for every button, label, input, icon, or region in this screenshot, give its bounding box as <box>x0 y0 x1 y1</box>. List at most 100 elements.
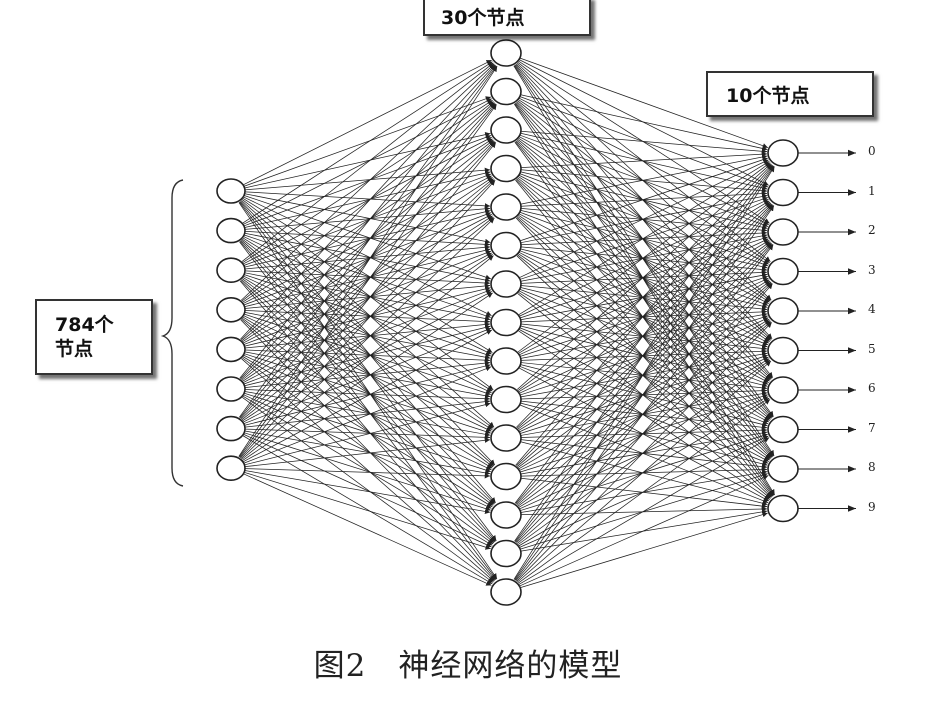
connection-input-1-hidden-0 <box>242 61 493 224</box>
connection-input-2-hidden-7 <box>244 272 491 322</box>
input-node-7 <box>216 455 246 482</box>
connection-input-6-hidden-4 <box>241 216 494 421</box>
connection-input-4-hidden-6 <box>244 286 491 347</box>
connection-hidden-14-output-4 <box>516 322 773 582</box>
connection-input-3-hidden-11 <box>242 316 493 469</box>
connection-input-2-hidden-6 <box>244 270 491 286</box>
connection-input-4-hidden-4 <box>243 214 492 344</box>
input-node-5 <box>216 376 246 402</box>
connection-input-1-hidden-13 <box>239 241 496 542</box>
connection-input-1-hidden-7 <box>244 234 491 319</box>
input-node-3 <box>216 296 246 323</box>
connection-input-4-hidden-10 <box>244 353 491 434</box>
hidden-node-14 <box>490 578 522 606</box>
output-label-4: 4 <box>868 302 876 316</box>
hidden-node-2 <box>490 116 522 144</box>
connection-input-1-hidden-9 <box>242 237 493 392</box>
connection-hidden-12-output-0 <box>514 165 774 504</box>
connection-input-5-hidden-7 <box>244 324 491 387</box>
output-node-4 <box>767 297 799 325</box>
hidden-node-0 <box>490 39 522 67</box>
connection-input-6-hidden-3 <box>240 179 495 420</box>
connection-input-5-hidden-5 <box>243 252 492 383</box>
connection-hidden-14-output-7 <box>518 437 770 585</box>
output-node-5 <box>767 336 799 365</box>
connection-hidden-0-output-0 <box>519 57 769 149</box>
hidden-node-9 <box>490 385 522 414</box>
connection-input-6-hidden-9 <box>244 399 491 428</box>
connection-input-7-hidden-5 <box>241 255 494 460</box>
connection-input-0-hidden-7 <box>243 196 492 316</box>
input-node-1 <box>216 217 246 244</box>
connection-hidden-14-output-8 <box>519 475 769 587</box>
hidden-node-6 <box>490 270 522 298</box>
connection-input-7-hidden-6 <box>242 292 493 461</box>
connection-input-2-hidden-0 <box>241 62 494 262</box>
connection-input-7-hidden-11 <box>244 468 491 479</box>
connection-input-2-hidden-4 <box>244 209 491 268</box>
connection-input-2-hidden-9 <box>243 275 492 394</box>
connection-input-2-hidden-2 <box>243 136 492 265</box>
connection-input-6-hidden-8 <box>244 363 491 426</box>
connection-input-3-hidden-3 <box>243 175 492 304</box>
hidden-node-13 <box>490 539 522 568</box>
connection-hidden-2-output-0 <box>520 130 768 154</box>
hidden-node-8 <box>490 347 522 375</box>
connection-input-3-hidden-0 <box>240 63 495 301</box>
connection-input-7-hidden-13 <box>244 471 491 550</box>
connection-input-0-hidden-2 <box>244 132 491 189</box>
figure-caption: 图2 神经网络的模型 <box>313 648 623 684</box>
connection-input-1-hidden-5 <box>244 230 491 247</box>
connection-input-7-hidden-4 <box>240 217 495 459</box>
connection-input-0-hidden-6 <box>244 195 491 280</box>
input-node-2 <box>216 257 246 284</box>
connection-input-5-hidden-11 <box>244 392 491 473</box>
output-arrows <box>798 149 856 512</box>
connection-input-2-hidden-14 <box>239 280 496 581</box>
connection-input-0-hidden-3 <box>244 167 491 191</box>
connection-input-4-hidden-5 <box>243 250 492 345</box>
connection-input-1-hidden-8 <box>243 236 492 355</box>
output-node-6 <box>767 376 799 404</box>
connection-input-5-hidden-0 <box>239 65 497 379</box>
connection-hidden-14-output-5 <box>517 360 772 583</box>
input-layer-brace <box>160 179 184 487</box>
input-hidden-connections <box>238 59 498 586</box>
connection-input-3-hidden-5 <box>244 247 491 307</box>
connection-input-7-hidden-14 <box>243 473 492 586</box>
connection-input-3-hidden-8 <box>244 311 491 360</box>
connection-hidden-14-output-9 <box>520 512 768 589</box>
output-node-9 <box>767 494 799 523</box>
output-node-7 <box>767 415 799 444</box>
connection-input-0-hidden-8 <box>242 198 493 353</box>
connection-input-6-hidden-2 <box>240 141 496 419</box>
connection-hidden-8-output-0 <box>517 162 771 353</box>
input-layer-label-line2: 节点 <box>55 338 94 360</box>
connection-input-0-hidden-1 <box>244 96 492 187</box>
connection-input-7-hidden-9 <box>244 402 491 466</box>
connection-hidden-14-output-2 <box>514 244 774 581</box>
connection-input-2-hidden-1 <box>242 99 493 263</box>
hidden-node-1 <box>490 77 522 106</box>
connection-input-2-hidden-10 <box>242 277 493 430</box>
connection-input-4-hidden-12 <box>242 356 493 508</box>
connection-hidden-9-output-0 <box>516 163 772 390</box>
connection-input-0-hidden-0 <box>243 59 492 186</box>
output-label-0: 0 <box>868 144 876 158</box>
connection-input-1-hidden-3 <box>244 170 491 228</box>
connection-input-5-hidden-1 <box>240 102 496 379</box>
hidden-node-11 <box>490 462 522 491</box>
connection-input-3-hidden-6 <box>244 283 491 309</box>
connection-input-6-hidden-10 <box>244 428 491 440</box>
connection-input-4-hidden-3 <box>242 176 493 343</box>
connection-hidden-7-output-0 <box>518 161 770 315</box>
connection-input-3-hidden-4 <box>243 211 492 306</box>
connection-input-3-hidden-7 <box>244 310 491 325</box>
connection-input-6-hidden-1 <box>239 103 497 418</box>
connection-input-2-hidden-5 <box>244 244 491 270</box>
connection-hidden-14-output-0 <box>513 166 775 580</box>
connection-input-0-hidden-5 <box>244 193 491 244</box>
output-label-9: 9 <box>868 499 876 514</box>
nodes <box>216 39 799 606</box>
